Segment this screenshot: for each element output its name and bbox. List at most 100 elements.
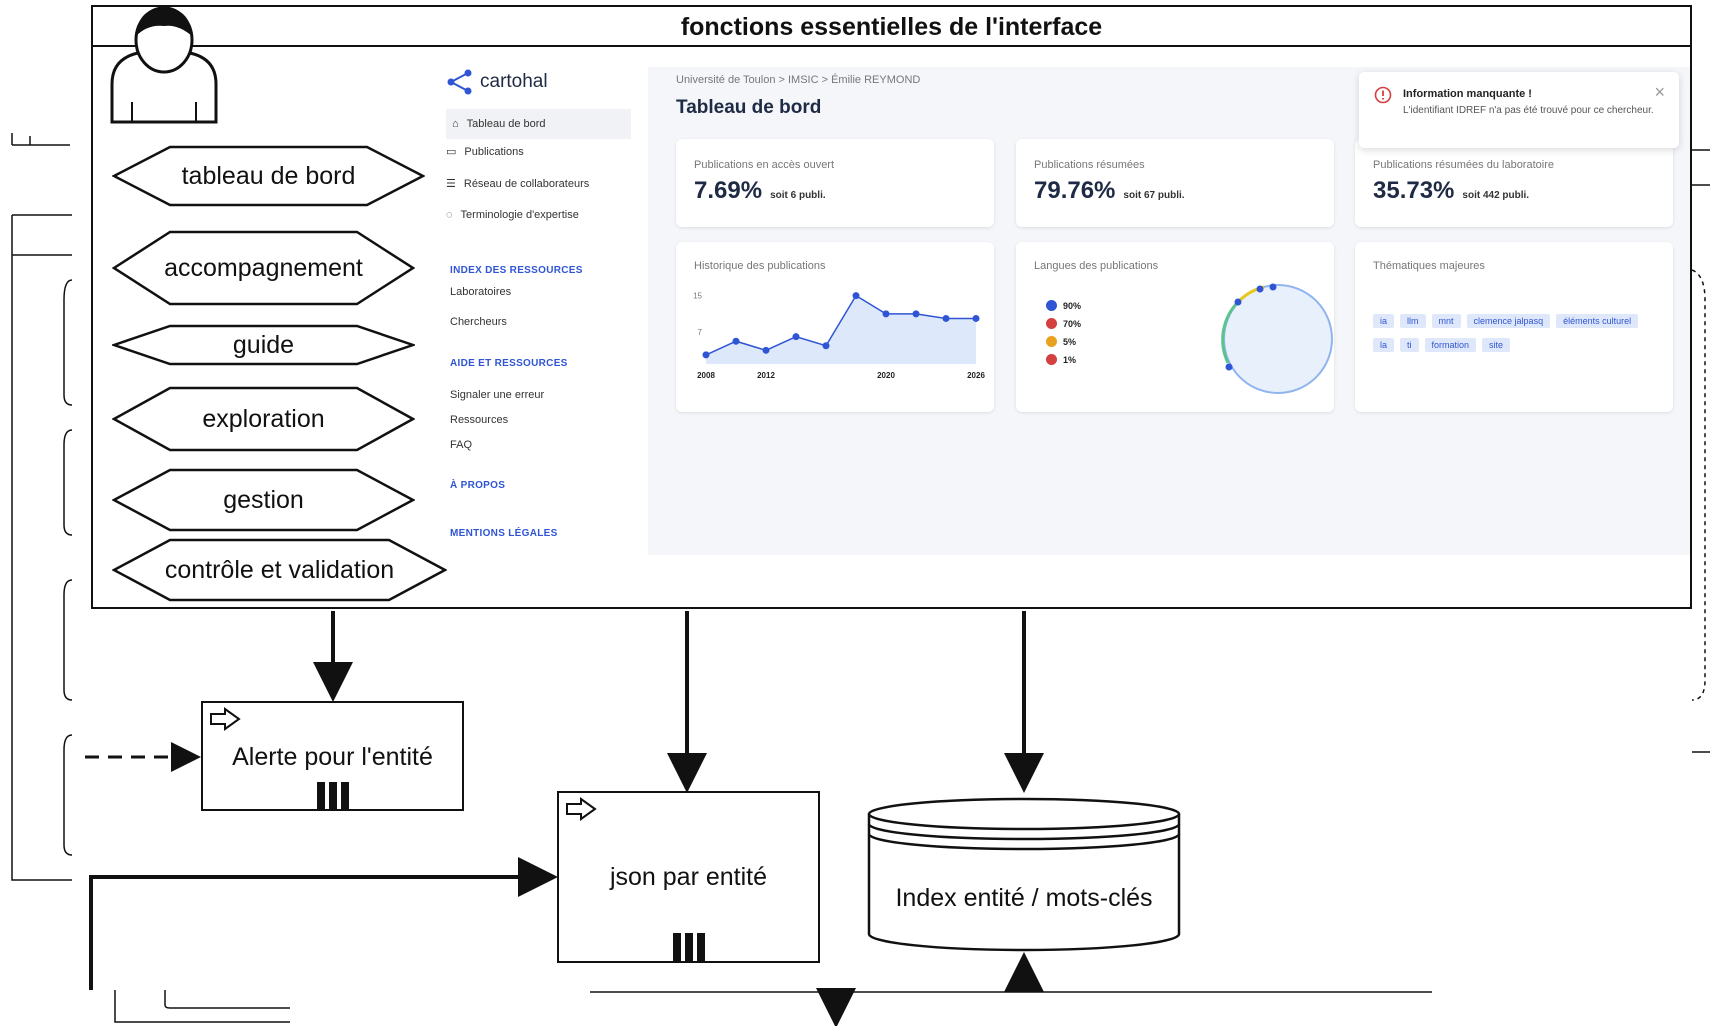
history-point [882, 310, 890, 318]
theme-tag[interactable]: formation [1424, 338, 1477, 352]
language-donut [1221, 283, 1333, 394]
stat-label: Publications en accès ouvert [694, 159, 835, 171]
link-resources[interactable]: Ressources [450, 414, 509, 426]
link-report-error[interactable]: Signaler une erreur [450, 389, 545, 401]
language-row: 1% [1046, 354, 1076, 365]
toast-title: Information manquante ! [1403, 88, 1532, 100]
history-point [792, 333, 800, 341]
dashboard-sidebar: cartohal ⌂Tableau de bord ▭Publications … [438, 57, 648, 557]
nav-publications[interactable]: ▭ Publications [446, 145, 524, 159]
stat-value: 79.76%soit 67 publi. [1034, 177, 1185, 204]
history-title: Historique des publications [694, 260, 826, 272]
flag-icon [1046, 318, 1057, 329]
x-tick-label: 2008 [697, 371, 715, 380]
history-point [852, 292, 860, 300]
index-heading: INDEX DES RESSOURCES [450, 265, 583, 276]
language-row: 90% [1046, 300, 1081, 311]
function-dashboard[interactable]: tableau de bord [112, 145, 425, 207]
flag-icon [1046, 300, 1057, 311]
background-frames [11, 133, 1710, 1023]
cartohal-logo[interactable]: cartohal [446, 69, 548, 95]
network-icon: ☰ [446, 178, 456, 190]
function-validation[interactable]: contrôle et validation [112, 538, 447, 602]
theme-tag[interactable]: llm [1400, 314, 1426, 328]
nav-label: Réseau de collaborateurs [463, 177, 590, 190]
link-laboratories[interactable]: Laboratoires [450, 286, 512, 298]
theme-tag[interactable]: clemence jalpasq [1466, 314, 1551, 328]
history-point [972, 314, 980, 322]
arrow-left-to-json [89, 857, 558, 990]
link-researchers[interactable]: Chercheurs [450, 316, 507, 328]
theme-tag[interactable]: mnt [1431, 314, 1461, 328]
theme-tag[interactable]: la [1373, 338, 1395, 352]
theme-tag[interactable]: éléments culturel [1556, 314, 1639, 328]
close-icon[interactable]: × [1654, 82, 1665, 102]
index-label: Index entité / mots-clés [895, 884, 1153, 912]
function-exploration[interactable]: exploration [112, 386, 415, 452]
breadcrumb[interactable]: Université de Toulon > IMSIC > Émilie RE… [676, 74, 921, 86]
stat-sub: soit 442 publi. [1462, 190, 1530, 201]
nav-label: Terminologie d'expertise [460, 209, 579, 221]
language-row: 70% [1046, 318, 1081, 329]
frame-title: fonctions essentielles de l'interface [93, 7, 1690, 47]
function-label: guide [232, 330, 295, 359]
history-card: Historique des publications 15 7 2008 2012 2… [676, 242, 994, 412]
stat-sub: soit 67 publi. [1123, 190, 1185, 201]
function-guide[interactable]: guide [112, 324, 415, 366]
stat-label: Publications résumées [1034, 159, 1145, 171]
json-label: json par entité [609, 863, 768, 891]
nav-dashboard[interactable]: ⌂ Tableau de bord [446, 109, 631, 139]
multi-instance-icon [317, 782, 349, 810]
x-tick-label: 2012 [757, 371, 775, 380]
nav-label: Tableau de bord [466, 118, 546, 130]
y-tick-label: 15 [693, 292, 702, 301]
network-logo-icon [447, 69, 472, 95]
flag-icon [1046, 336, 1057, 347]
home-icon: ⌂ [452, 118, 459, 130]
right-arrow-icon [566, 797, 597, 821]
history-point [912, 310, 920, 318]
link-legal[interactable]: MENTIONS LÉGALES [450, 528, 558, 539]
index-datastore: Index entité / mots-clés [866, 796, 1182, 954]
link-faq[interactable]: FAQ [450, 439, 473, 451]
alert-label: Alerte pour l'entité [232, 743, 433, 771]
themes-title: Thématiques majeures [1373, 260, 1485, 272]
function-label: accompagnement [164, 253, 363, 282]
theme-tag[interactable]: ti [1400, 338, 1419, 352]
history-point [732, 337, 740, 345]
x-tick-label: 2026 [967, 371, 985, 380]
alert-box: Alerte pour l'entité [201, 701, 464, 811]
x-tick-label: 2020 [877, 371, 895, 380]
languages-card: Langues des publications 90% 70% 5% 1% [1016, 242, 1334, 412]
history-point [942, 314, 950, 322]
function-management[interactable]: gestion [112, 468, 415, 532]
stat-value: 35.73%soit 442 publi. [1373, 177, 1530, 204]
theme-tag[interactable]: site [1482, 338, 1511, 352]
function-support[interactable]: accompagnement [112, 230, 415, 306]
history-line [705, 294, 976, 356]
json-box: json par entité [557, 791, 820, 963]
stat-sub: soit 6 publi. [770, 190, 826, 201]
y-tick-label: 7 [698, 328, 703, 337]
stat-card-lab-summarized: Publications résumées du laboratoire 35.… [1355, 139, 1673, 227]
function-label: exploration [202, 404, 325, 433]
multi-instance-icon [673, 933, 705, 961]
theme-tag[interactable]: ia [1373, 314, 1395, 328]
stat-card-summarized: Publications résumées 79.76%soit 67 publ… [1016, 139, 1334, 227]
alert-circle-icon [1374, 86, 1392, 104]
history-point [822, 342, 830, 350]
help-heading: AIDE ET RESSOURCES [450, 358, 568, 369]
history-area [706, 295, 976, 364]
stat-label: Publications résumées du laboratoire [1373, 159, 1554, 171]
dashboard-screenshot: cartohal ⌂ Tableau de bord ▭ Publications … [438, 57, 1690, 557]
link-about[interactable]: À PROPOS [450, 480, 506, 491]
function-label: tableau de bord [181, 161, 356, 190]
document-icon: ▭ [446, 146, 457, 158]
flag-icon [1046, 354, 1057, 365]
nav-collaborators[interactable]: ☰ Réseau de collaborateurs [446, 177, 590, 191]
nav-label: Publications [464, 145, 524, 158]
nav-terminology[interactable]: ◌Terminologie d'expertise [446, 209, 579, 221]
